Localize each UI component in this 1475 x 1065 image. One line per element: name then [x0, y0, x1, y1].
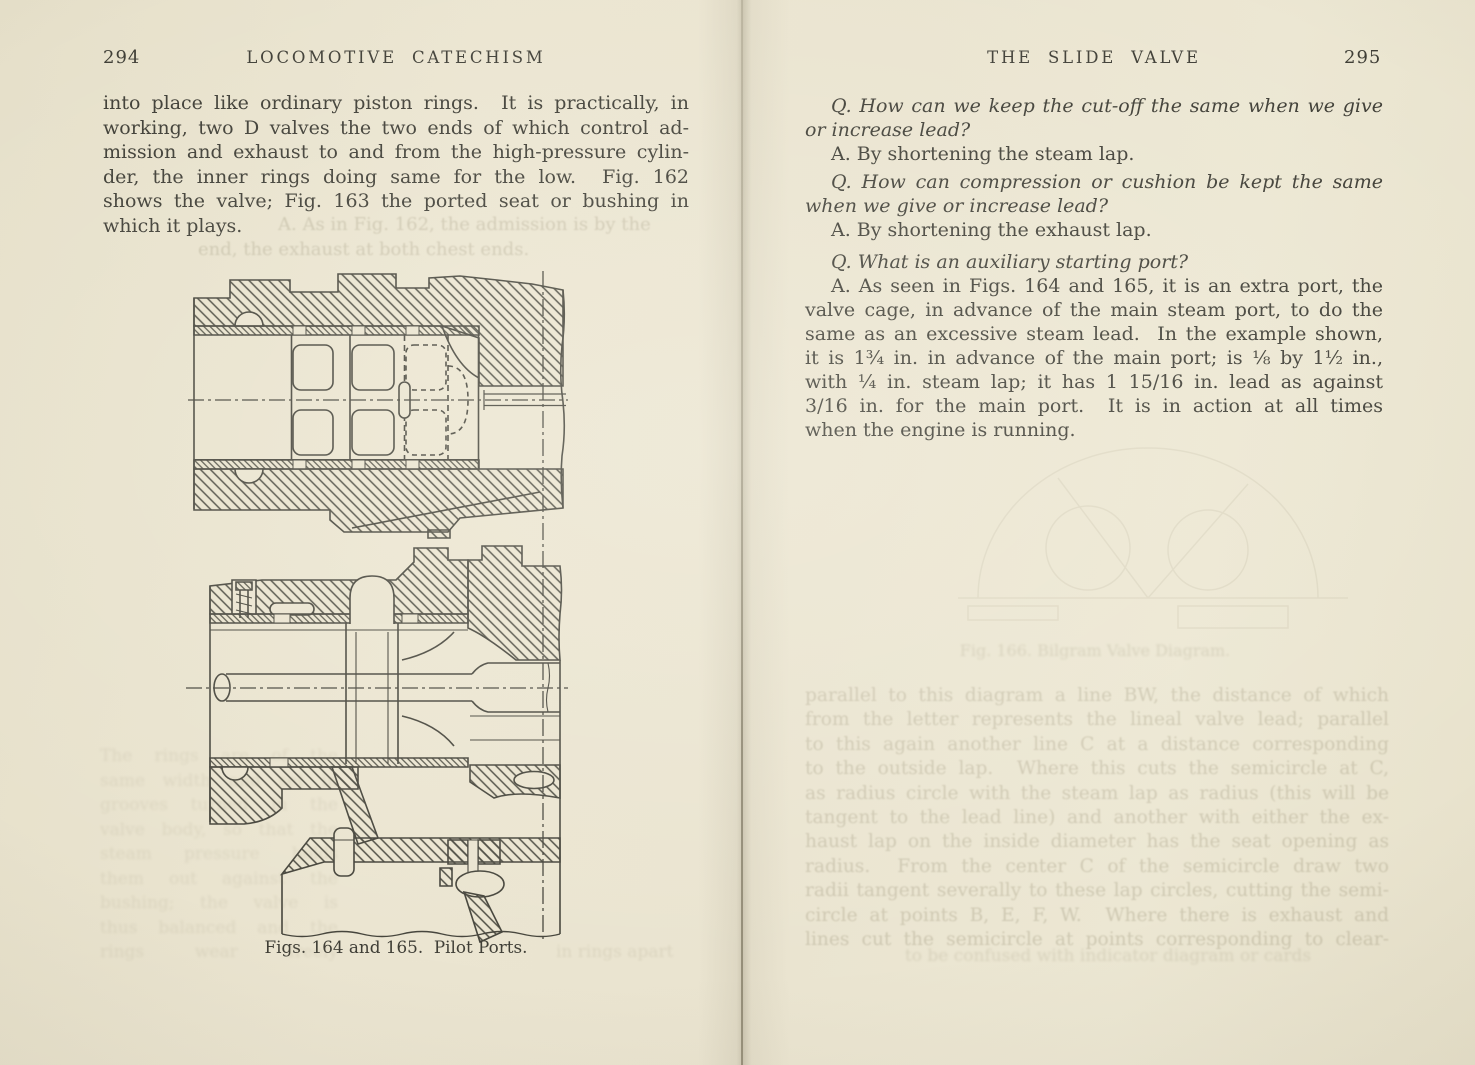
answer-line: when the engine is running.: [805, 418, 1076, 441]
answer-line: A. By shortening the exhaust lap.: [831, 218, 1152, 241]
ghost-showthrough-text: parallel to this diagram a line BW, the …: [805, 685, 1389, 951]
page-number-right: 295: [1344, 47, 1382, 68]
gutter-crease: [741, 0, 743, 1065]
figure-caption: Figs. 164 and 165. Pilot Ports.: [264, 937, 528, 957]
answer-line: A. As seen in Figs. 164 and 165, it is a…: [831, 275, 1383, 298]
page-number-left: 294: [103, 47, 141, 68]
answer-line: 3/16 in. for the main port. It is in act…: [805, 394, 1383, 417]
answer-line: with ¼ in. steam lap; it has 1 15/16 in.…: [805, 370, 1383, 393]
page-gutter: [698, 0, 790, 1065]
answer-line: it is 1¾ in. in advance of the main port…: [805, 347, 1383, 370]
question-line: or increase lead?: [805, 118, 971, 141]
body-text-right: Q. How can we keep the cut-off the same …: [805, 95, 1383, 443]
ghost-figure-caption: Fig. 166. Bilgram Valve Diagram.: [959, 641, 1231, 660]
question-line: Q. How can compression or cushion be kep…: [831, 170, 1383, 193]
text-line: working, two D valves the two ends of wh…: [103, 116, 689, 139]
question-line: Q. What is an auxiliary starting port?: [831, 251, 1189, 274]
figure-165-drawing: [186, 540, 570, 946]
ghost-showthrough-fragment: to be confused with indicator diagram or…: [904, 946, 1312, 966]
text-line: mission and exhaust to and from the high…: [103, 141, 689, 164]
body-text-left: into place like ordinary piston rings. I…: [103, 91, 689, 239]
centerline-overlay: [542, 271, 544, 941]
answer-line: A. By shortening the steam lap.: [831, 142, 1135, 165]
ghost-showthrough-diagram: [958, 447, 1348, 629]
figure-164-drawing: [192, 268, 570, 538]
question-line: Q. How can we keep the cut-off the same …: [831, 95, 1383, 117]
running-head-left: LOCOMOTIVE CATECHISM: [246, 48, 546, 67]
question-line: when we give or increase lead?: [805, 194, 1109, 217]
text-line: shows the valve; Fig. 163 the ported sea…: [103, 190, 689, 213]
running-head-right: THE SLIDE VALVE: [987, 48, 1201, 67]
text-line: into place like ordinary piston rings. I…: [103, 92, 689, 114]
text-line: der, the inner rings doing same for the …: [103, 165, 689, 188]
text-line: which it plays.: [103, 214, 243, 237]
answer-line: valve cage, in advance of the main steam…: [805, 299, 1383, 322]
answer-line: same as an excessive steam lead. In the …: [805, 323, 1383, 346]
